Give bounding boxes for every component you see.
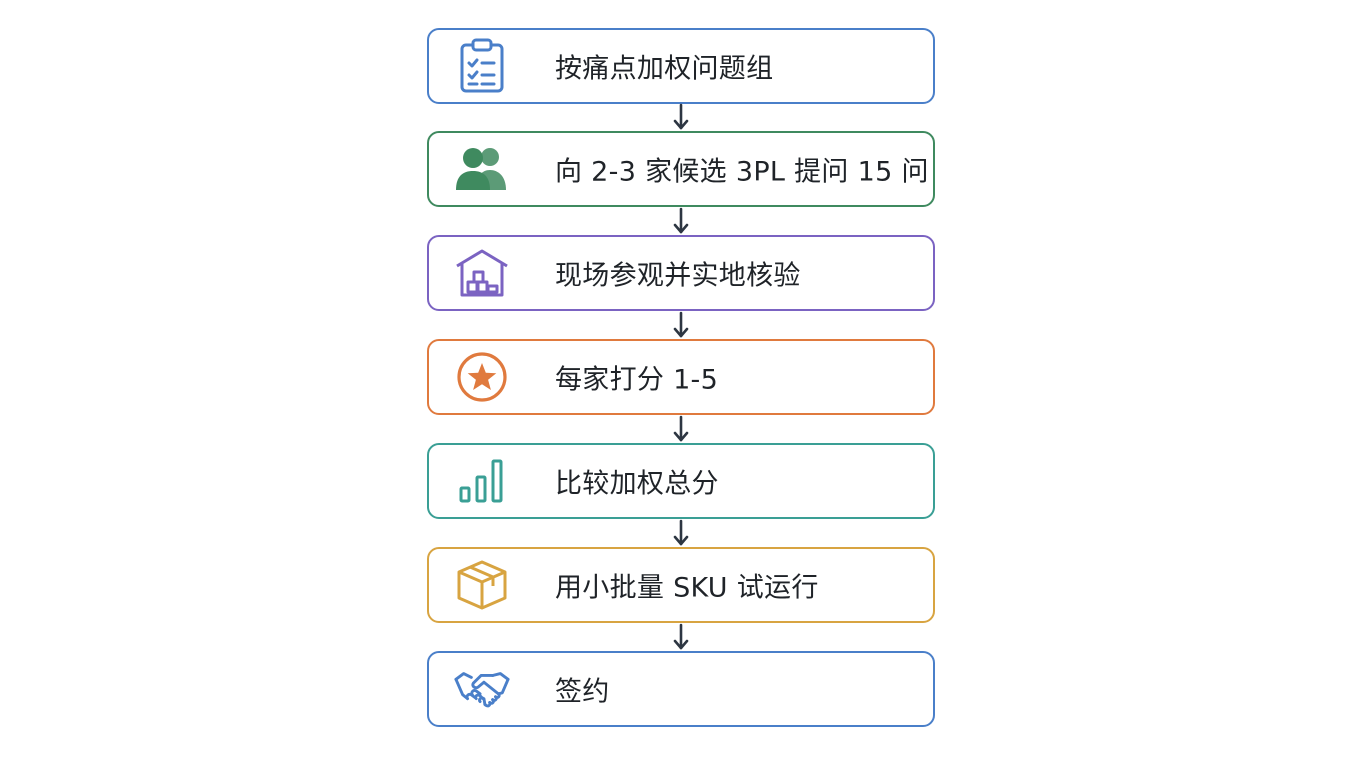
step-sign-contract: 签约 bbox=[427, 651, 935, 727]
clipboard-checklist-icon bbox=[454, 38, 510, 94]
bar-chart-icon bbox=[454, 453, 510, 509]
star-badge-icon bbox=[454, 349, 510, 405]
step-label: 用小批量 SKU 试运行 bbox=[555, 572, 819, 604]
step-label: 按痛点加权问题组 bbox=[555, 53, 774, 85]
step-pilot-run: 用小批量 SKU 试运行 bbox=[427, 547, 935, 623]
arrow-down-icon bbox=[673, 207, 689, 234]
handshake-icon bbox=[454, 661, 510, 717]
people-icon bbox=[454, 141, 510, 197]
arrow-down-icon bbox=[673, 103, 689, 130]
arrow-down-icon bbox=[673, 623, 689, 650]
step-label: 向 2-3 家候选 3PL 提问 15 问 bbox=[555, 156, 929, 188]
arrow-down-icon bbox=[673, 311, 689, 338]
package-box-icon bbox=[454, 557, 510, 613]
arrow-down-icon bbox=[673, 415, 689, 442]
step-ask-candidates: 向 2-3 家候选 3PL 提问 15 问 bbox=[427, 131, 935, 207]
step-weight-question-groups: 按痛点加权问题组 bbox=[427, 28, 935, 104]
step-label: 现场参观并实地核验 bbox=[555, 260, 801, 292]
step-compare-totals: 比较加权总分 bbox=[427, 443, 935, 519]
step-score-each: 每家打分 1-5 bbox=[427, 339, 935, 415]
step-site-visit: 现场参观并实地核验 bbox=[427, 235, 935, 311]
step-label: 签约 bbox=[555, 676, 610, 708]
step-label: 比较加权总分 bbox=[555, 468, 719, 500]
arrow-down-icon bbox=[673, 519, 689, 546]
warehouse-icon bbox=[454, 245, 510, 301]
step-label: 每家打分 1-5 bbox=[555, 364, 719, 396]
